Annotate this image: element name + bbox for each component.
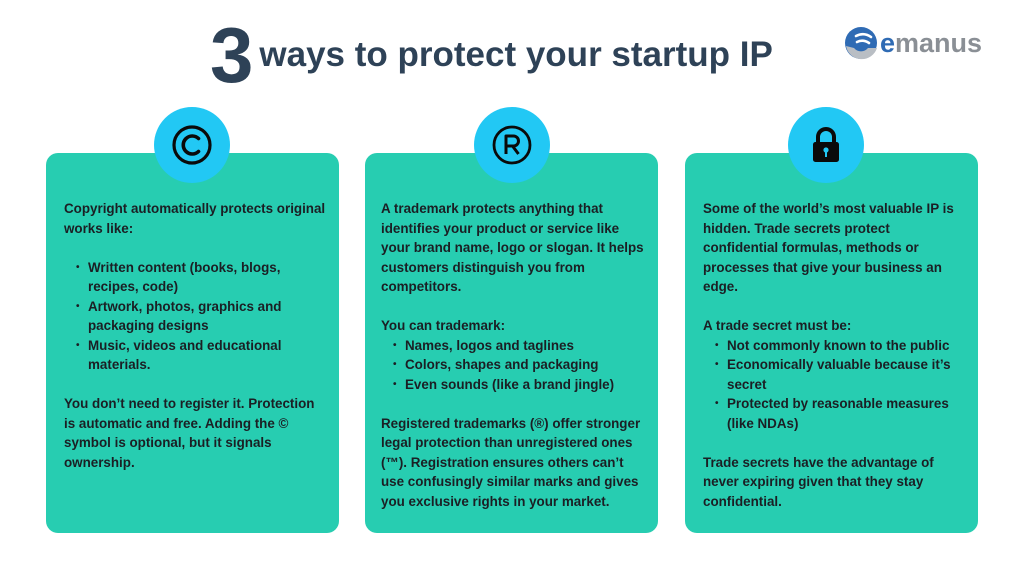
emanus-logo-mark-icon xyxy=(845,27,877,60)
card-bullet-list: Not commonly known to the public Economi… xyxy=(703,336,966,434)
list-item: Protected by reasonable measures (like N… xyxy=(715,394,966,433)
trademark-card: A trademark protects anything that ident… xyxy=(365,153,658,533)
card-closing: Trade secrets have the advantage of neve… xyxy=(703,454,934,509)
list-item: Colors, shapes and packaging xyxy=(393,355,646,375)
trade-secret-badge xyxy=(788,107,864,183)
trademark-badge xyxy=(474,107,550,183)
emanus-logo: emanus xyxy=(844,26,982,60)
copyright-icon xyxy=(172,125,212,165)
card-intro: Some of the world’s most valuable IP is … xyxy=(703,201,954,294)
list-item: Economically valuable because it’s secre… xyxy=(715,355,966,394)
card-bullet-list: Names, logos and taglines Colors, shapes… xyxy=(381,336,646,395)
card-list-lead: A trade secret must be: xyxy=(703,318,852,333)
registered-trademark-icon xyxy=(492,125,532,165)
page-title: 3 ways to protect your startup IP xyxy=(210,11,773,99)
lock-icon xyxy=(813,127,839,162)
card-intro: A trademark protects anything that ident… xyxy=(381,201,644,294)
copyright-card: Copyright automatically protects origina… xyxy=(46,153,339,533)
list-item: Music, videos and educational materials. xyxy=(76,336,327,375)
card-list-lead: You can trademark: xyxy=(381,318,506,333)
card-intro: Copyright automatically protects origina… xyxy=(64,201,326,236)
copyright-badge xyxy=(154,107,230,183)
card-closing: Registered trademarks (®) offer stronger… xyxy=(381,415,641,509)
title-number: 3 xyxy=(210,11,253,99)
logo-wordmark: emanus xyxy=(880,27,983,58)
trade-secret-card: Some of the world’s most valuable IP is … xyxy=(685,153,978,533)
list-item: Artwork, photos, graphics and packaging … xyxy=(76,297,327,336)
title-text: ways to protect your startup IP xyxy=(259,34,773,74)
list-item: Written content (books, blogs, recipes, … xyxy=(76,258,327,297)
card-closing: You don’t need to register it. Protectio… xyxy=(64,396,315,470)
card-bullet-list: Written content (books, blogs, recipes, … xyxy=(64,258,327,375)
list-item: Not commonly known to the public xyxy=(715,336,966,356)
list-item: Even sounds (like a brand jingle) xyxy=(393,375,646,395)
list-item: Names, logos and taglines xyxy=(393,336,646,356)
